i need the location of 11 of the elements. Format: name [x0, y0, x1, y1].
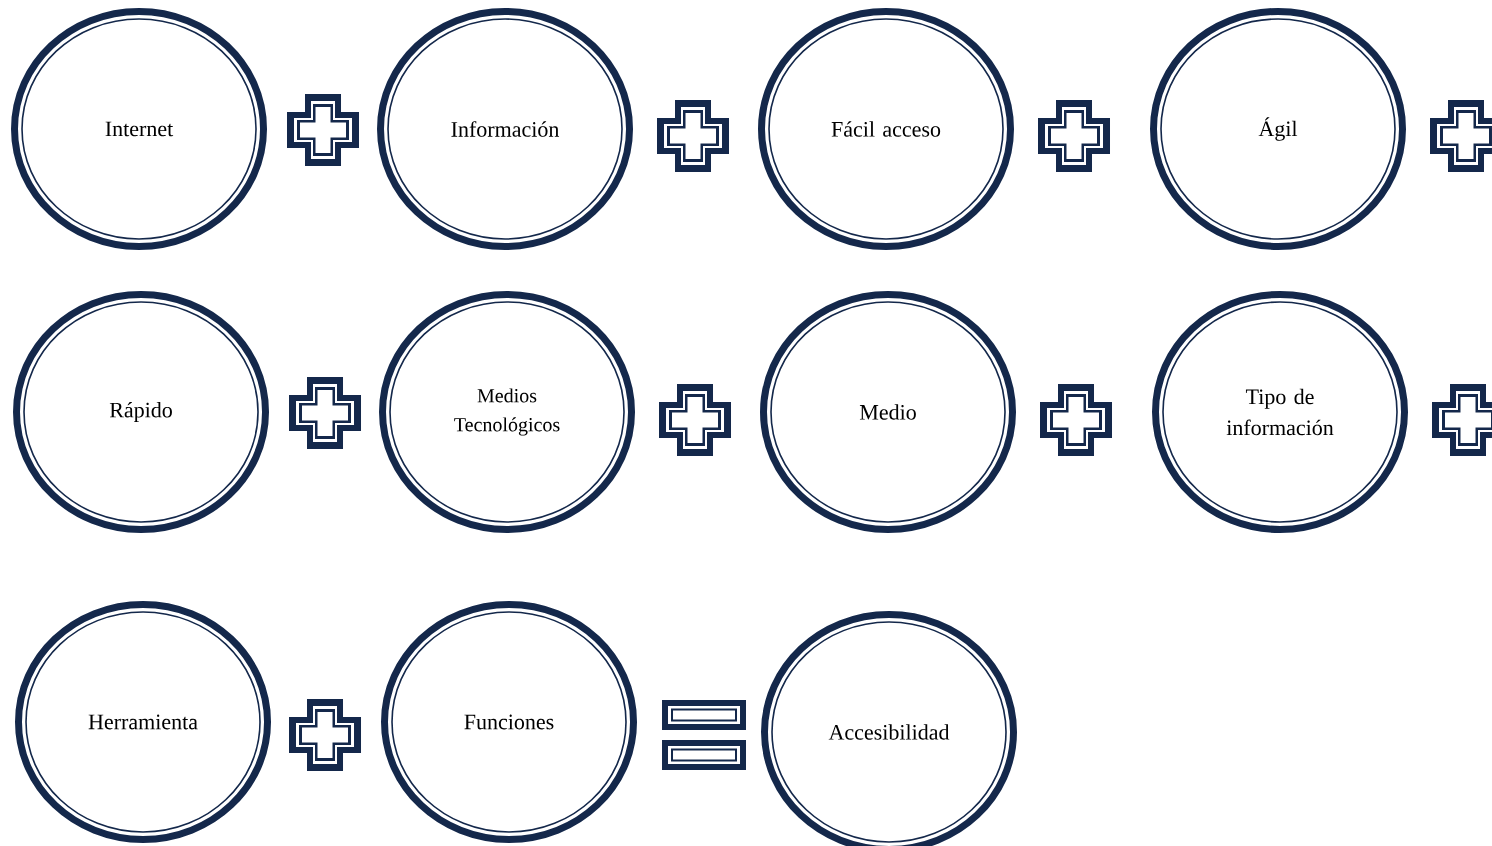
- circle-node: Accesibilidad: [761, 611, 1017, 846]
- circle-node: Medios Tecnológicos: [379, 291, 635, 533]
- circle-node: Rápido: [13, 291, 269, 533]
- circle-node: Información: [377, 8, 633, 250]
- circle-node: Ágil: [1150, 8, 1406, 250]
- circle-node: Funciones: [381, 601, 637, 843]
- circle-node: Tipo de información: [1152, 291, 1408, 533]
- circle-node: Fácil acceso: [758, 8, 1014, 250]
- circle-node: Medio: [760, 291, 1016, 533]
- circle-node: Internet: [11, 8, 267, 250]
- circle-node: Herramienta: [15, 601, 271, 843]
